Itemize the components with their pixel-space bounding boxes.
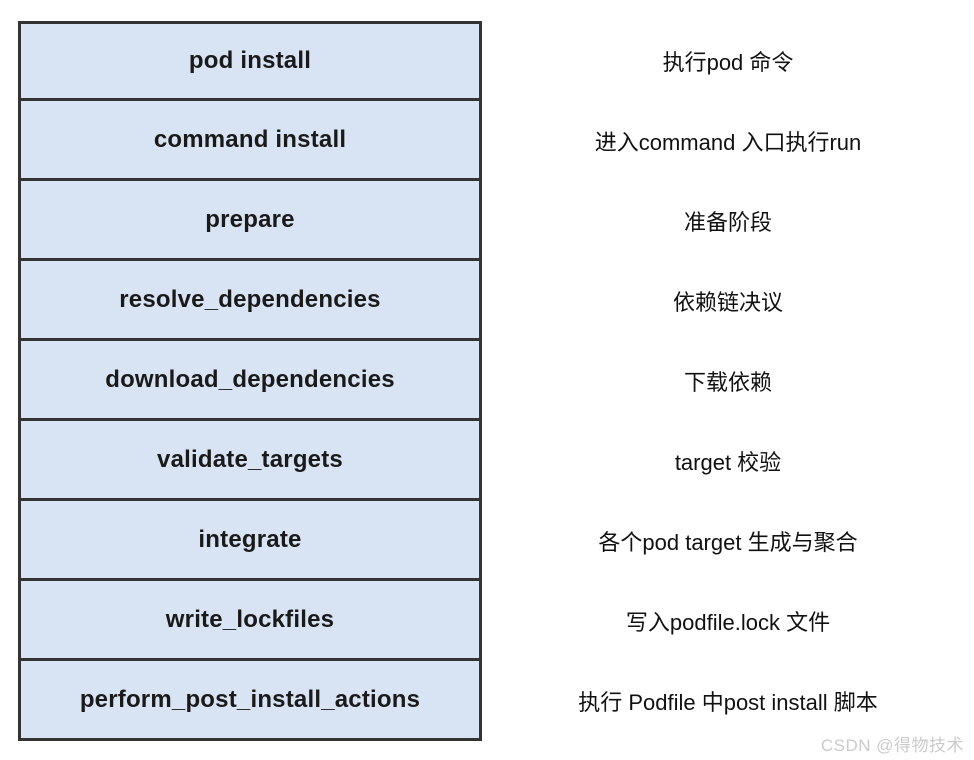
stage-description: 准备阶段 bbox=[683, 210, 772, 235]
stage-row-write-lockfiles: write_lockfiles 写入podfile.lock 文件 bbox=[18, 578, 974, 661]
stage-row-command-install: command install 进入command 入口执行run bbox=[18, 98, 974, 181]
stage-box-write-lockfiles: write_lockfiles bbox=[18, 578, 482, 661]
stage-row-validate-targets: validate_targets target 校验 bbox=[18, 418, 974, 501]
stage-box-perform-post-install-actions: perform_post_install_actions bbox=[18, 658, 482, 741]
stage-row-integrate: integrate 各个pod target 生成与聚合 bbox=[18, 498, 974, 581]
stage-description: 执行pod 命令 bbox=[662, 50, 794, 75]
stage-label: pod install bbox=[188, 47, 312, 74]
stage-description: target 校验 bbox=[674, 450, 782, 475]
stage-description: 下载依赖 bbox=[683, 370, 772, 395]
stage-box-download-dependencies: download_dependencies bbox=[18, 338, 482, 421]
stage-label: validate_targets bbox=[157, 445, 343, 473]
stage-label: write_lockfiles bbox=[165, 605, 335, 633]
stage-description: 依赖链决议 bbox=[672, 290, 783, 315]
stage-label: prepare bbox=[205, 205, 295, 233]
stage-row-download-dependencies: download_dependencies 下载依赖 bbox=[18, 338, 974, 421]
stage-row-perform-post-install-actions: perform_post_install_actions 执行 Podfile … bbox=[18, 658, 974, 741]
stage-label: command install bbox=[153, 125, 347, 153]
stage-box-resolve-dependencies: resolve_dependencies bbox=[18, 258, 482, 341]
stage-description: 各个pod target 生成与聚合 bbox=[598, 530, 858, 555]
stage-box-validate-targets: validate_targets bbox=[18, 418, 482, 501]
stage-box-integrate: integrate bbox=[18, 498, 482, 581]
stage-description: 写入podfile.lock 文件 bbox=[625, 610, 831, 635]
stage-box-command-install: command install bbox=[18, 98, 482, 181]
stage-row-resolve-dependencies: resolve_dependencies 依赖链决议 bbox=[18, 258, 974, 341]
stage-box-prepare: prepare bbox=[18, 178, 482, 261]
stage-label: perform_post_install_actions bbox=[79, 685, 421, 713]
stage-row-prepare: prepare 准备阶段 bbox=[18, 178, 974, 261]
stage-description: 执行 Podfile 中post install 脚本 bbox=[578, 690, 878, 715]
stage-label: integrate bbox=[198, 525, 302, 553]
stage-label: download_dependencies bbox=[105, 365, 395, 393]
csdn-watermark: CSDN @得物技术 bbox=[820, 736, 964, 755]
stage-description: 进入command 入口执行run bbox=[594, 130, 862, 155]
stage-label: resolve_dependencies bbox=[119, 285, 381, 313]
pipeline-stage-list: pod install 执行pod 命令 command install 进入c… bbox=[18, 21, 974, 741]
stage-box-pod-install: pod install bbox=[18, 21, 482, 101]
stage-row-pod-install: pod install 执行pod 命令 bbox=[18, 21, 974, 101]
